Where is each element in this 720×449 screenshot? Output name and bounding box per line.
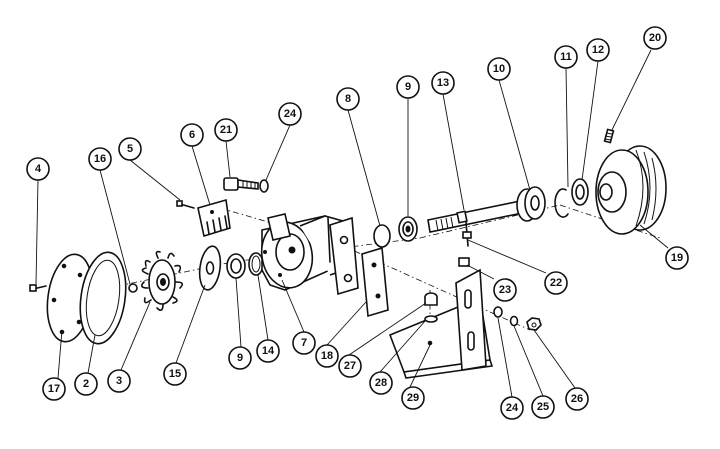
svg-text:23: 23: [499, 284, 511, 296]
spacer-plate: [361, 246, 389, 318]
pulley-set-screw: [603, 128, 615, 144]
callout-23: 23: [493, 278, 517, 302]
svg-text:24: 24: [284, 108, 297, 120]
callout-10: 10: [487, 57, 511, 81]
cover-screw: [29, 284, 47, 292]
svg-text:4: 4: [35, 163, 42, 175]
rear-washer: [493, 306, 503, 318]
svg-text:19: 19: [671, 252, 683, 264]
bracket-nut: [458, 257, 470, 267]
svg-text:9: 9: [237, 352, 243, 364]
callout-25: 25: [531, 395, 555, 419]
callout-24-upper: 24: [278, 102, 302, 126]
shaft: [427, 199, 528, 233]
svg-text:2: 2: [83, 378, 89, 390]
svg-text:14: 14: [262, 345, 275, 357]
callout-16: 16: [88, 147, 112, 171]
bolt-washer: [259, 179, 269, 193]
callout-20: 20: [643, 26, 667, 50]
seal-rear: [398, 216, 418, 242]
svg-text:9: 9: [405, 81, 411, 93]
impeller: [140, 250, 184, 312]
shaft-pin: [462, 221, 472, 247]
callout-24-lower: 24: [500, 396, 524, 420]
svg-text:26: 26: [571, 393, 583, 405]
seal-front: [226, 253, 246, 279]
callout-9-upper: 9: [396, 75, 420, 99]
callout-13: 13: [431, 71, 455, 95]
callout-22: 22: [544, 271, 568, 295]
svg-text:16: 16: [94, 153, 106, 165]
pulley: [595, 145, 667, 235]
callout-6: 6: [180, 123, 204, 147]
snap-ring: [554, 188, 569, 218]
svg-text:22: 22: [550, 277, 562, 289]
base-bracket: [388, 268, 494, 379]
svg-text:28: 28: [375, 377, 387, 389]
callout-11: 11: [554, 45, 578, 69]
svg-text:3: 3: [116, 375, 122, 387]
wear-plate-pin: [128, 283, 138, 293]
adjust-knob: [424, 292, 438, 306]
mounting-flange: [329, 216, 359, 296]
knob-washer: [424, 315, 438, 323]
svg-text:8: 8: [345, 93, 351, 105]
callout-26: 26: [565, 387, 589, 411]
svg-text:29: 29: [407, 392, 419, 404]
svg-text:20: 20: [649, 32, 661, 44]
cam: [197, 198, 231, 238]
callout-28: 28: [369, 371, 393, 395]
callout-9-lower: 9: [228, 346, 252, 370]
svg-text:6: 6: [189, 129, 195, 141]
hex-nut: [526, 317, 542, 331]
callout-15: 15: [163, 362, 187, 386]
svg-text:25: 25: [537, 401, 549, 413]
callout-17: 17: [42, 377, 66, 401]
bearing-outer: [571, 178, 589, 206]
svg-text:21: 21: [220, 124, 232, 136]
o-ring-front: [248, 252, 264, 276]
cam-screw: [176, 200, 195, 209]
bolt: [223, 177, 259, 191]
bearing-inner: [516, 186, 546, 222]
callout-21: 21: [214, 118, 238, 142]
callout-4: 4: [26, 157, 50, 181]
svg-text:27: 27: [344, 360, 356, 372]
svg-text:13: 13: [437, 77, 449, 89]
gasket: [79, 251, 127, 345]
callout-29: 29: [401, 386, 425, 410]
callout-5: 5: [118, 137, 142, 161]
lock-washer: [509, 315, 519, 327]
svg-text:15: 15: [169, 368, 181, 380]
callout-19: 19: [665, 246, 689, 270]
svg-text:7: 7: [301, 337, 307, 349]
svg-text:18: 18: [321, 350, 333, 362]
callout-12: 12: [586, 38, 610, 62]
svg-text:24: 24: [506, 402, 519, 414]
callout-14: 14: [256, 339, 280, 363]
svg-text:17: 17: [48, 383, 60, 395]
svg-text:10: 10: [493, 63, 505, 75]
callout-27: 27: [338, 354, 362, 378]
o-ring-rear: [373, 224, 391, 248]
wear-plate: [198, 245, 222, 291]
callout-18: 18: [315, 344, 339, 368]
callout-7: 7: [292, 331, 316, 355]
callout-2: 2: [74, 372, 98, 396]
callouts: 4 16 5 6 21 24 8 9 13 10 11 12 20 19 22 …: [26, 26, 689, 420]
svg-text:11: 11: [560, 51, 572, 63]
callout-8: 8: [336, 87, 360, 111]
svg-text:5: 5: [127, 143, 133, 155]
svg-text:12: 12: [592, 44, 604, 56]
callout-3: 3: [107, 369, 131, 393]
